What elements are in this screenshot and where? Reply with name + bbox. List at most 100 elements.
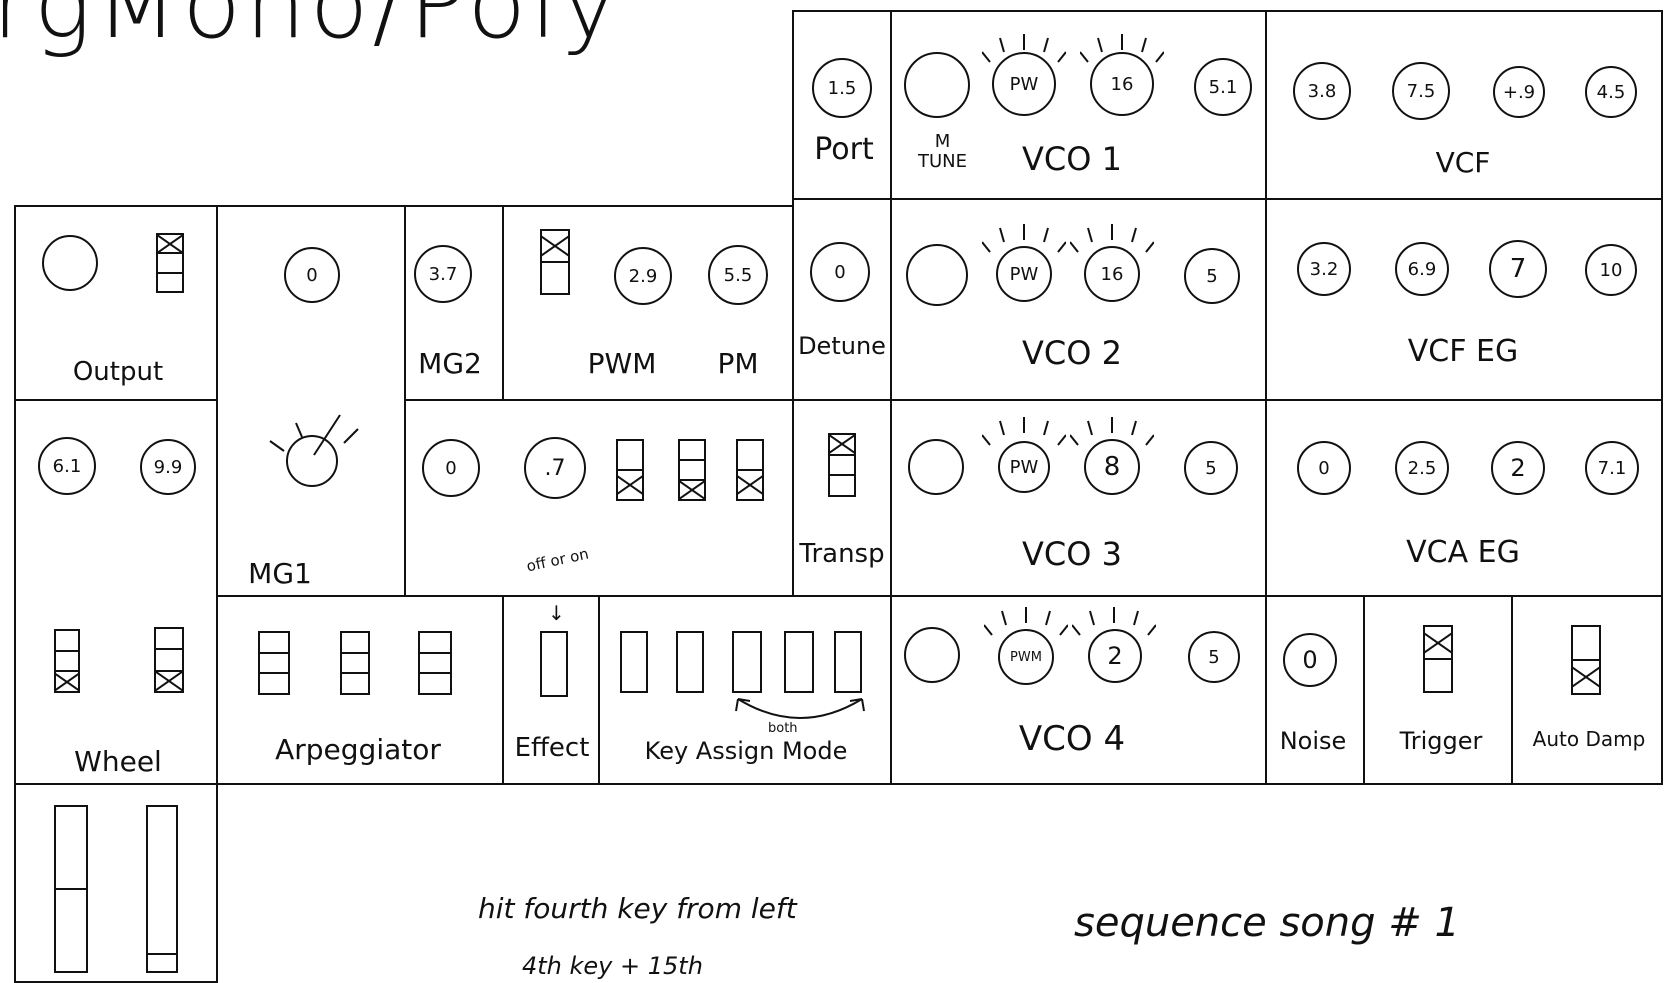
vco1-pw-knob[interactable]: PW [992, 52, 1056, 116]
key-assign-switch-5[interactable] [834, 631, 862, 693]
vcf-eg-value-4: 10 [1599, 259, 1623, 281]
wheel-switch-1[interactable] [54, 629, 80, 693]
pwm-pm-section: 2.9 5.5 PWM PM [502, 205, 794, 401]
port-value: 1.5 [827, 77, 857, 99]
pwm-knob[interactable]: 2.9 [614, 247, 672, 305]
mid-row-switch-1[interactable] [616, 439, 644, 501]
mg2-label: MG2 [418, 347, 482, 380]
key-assign-switch-3[interactable] [732, 631, 762, 693]
page-title: rgMono/Poly [0, 0, 622, 60]
detune-section: 0 Detune [792, 198, 892, 401]
vcf-eg-label: VCF EG [1407, 334, 1519, 369]
mid-row-knob-1[interactable]: 0 [422, 439, 480, 497]
mid-row-switch-2[interactable] [678, 439, 706, 501]
wheel-knob-2[interactable]: 9.9 [140, 439, 196, 495]
transp-label: Transp [799, 539, 885, 569]
wheel-switch-2[interactable] [154, 627, 184, 693]
vca-eg-knob-2[interactable]: 2.5 [1395, 441, 1449, 495]
trigger-switch[interactable] [1423, 625, 1453, 693]
auto-damp-switch[interactable] [1571, 625, 1601, 695]
vco2-pw-knob[interactable]: PW [996, 246, 1052, 302]
vcf-eg-knob-1[interactable]: 3.2 [1297, 242, 1351, 296]
vco2-level-value: 5 [1206, 265, 1218, 287]
vco1-level-value: 5.1 [1208, 76, 1238, 98]
vco1-octave-knob[interactable]: 16 [1090, 52, 1154, 116]
arpeggiator-label: Arpeggiator [275, 733, 441, 766]
output-switch[interactable] [156, 233, 184, 293]
noise-label: Noise [1279, 727, 1347, 755]
vco4-pwm-knob[interactable]: PWM [998, 629, 1054, 685]
detune-knob[interactable]: 0 [810, 242, 870, 302]
vca-eg-value-3: 2 [1510, 454, 1526, 482]
key-assign-switch-2[interactable] [676, 631, 704, 693]
vco2-section: PW 16 5 VCO 2 [890, 198, 1267, 401]
mid-row-switch-3[interactable] [736, 439, 764, 501]
effect-arrow-icon: ↓ [548, 601, 565, 625]
mg1-waveform-knob[interactable] [286, 435, 338, 487]
pwm-source-switch[interactable] [540, 229, 570, 295]
sequence-song-note: sequence song # 1 [1074, 900, 1460, 946]
vco1-master-tune-knob[interactable] [904, 52, 970, 118]
vcf-value-4: 4.5 [1596, 81, 1626, 103]
detune-label: Detune [798, 332, 886, 360]
vcf-knob-3[interactable]: +.9 [1493, 66, 1545, 118]
arpeggiator-switch-2[interactable] [340, 631, 370, 695]
pm-knob[interactable]: 5.5 [708, 245, 768, 305]
vca-eg-value-1: 0 [1318, 457, 1330, 479]
both-arrow [735, 698, 865, 719]
mid-row-section: 0 .7 off or on [404, 399, 794, 597]
vco3-level-knob[interactable]: 5 [1184, 441, 1238, 495]
vca-eg-knob-4[interactable]: 7.1 [1585, 441, 1639, 495]
key-assign-switch-1[interactable] [620, 631, 648, 693]
effect-switch[interactable] [540, 631, 568, 697]
vcf-knob-2[interactable]: 7.5 [1392, 62, 1450, 120]
noise-knob[interactable]: 0 [1283, 633, 1337, 687]
note-line-1: hit fourth key from left [478, 892, 797, 925]
mid-row-value-1: 0 [445, 457, 457, 479]
transpose-switch[interactable] [828, 433, 856, 497]
detune-value: 0 [834, 261, 846, 283]
vco4-level-value: 5 [1208, 646, 1220, 668]
mid-row-knob-2[interactable]: .7 [524, 437, 586, 499]
port-knob[interactable]: 1.5 [812, 58, 872, 118]
vca-eg-knob-3[interactable]: 2 [1491, 441, 1545, 495]
vcf-eg-knob-3[interactable]: 7 [1489, 240, 1547, 298]
trigger-label: Trigger [1399, 727, 1483, 755]
vco3-octave-value: 8 [1103, 452, 1121, 482]
vco4-octave-knob[interactable]: 2 [1088, 629, 1142, 683]
vcf-knob-4[interactable]: 4.5 [1585, 66, 1637, 118]
note-line-2: 4th key + 15th [522, 952, 703, 980]
output-label: Output [72, 357, 164, 387]
arpeggiator-switch-1[interactable] [258, 631, 290, 695]
vcf-eg-knob-2[interactable]: 6.9 [1395, 242, 1449, 296]
vco2-octave-knob[interactable]: 16 [1084, 246, 1140, 302]
vco2-octave-value: 16 [1100, 263, 1124, 285]
vcf-value-2: 7.5 [1406, 80, 1436, 102]
vcf-eg-value-2: 6.9 [1407, 258, 1437, 280]
arpeggiator-switch-3[interactable] [418, 631, 452, 695]
auto-damp-label: Auto Damp [1532, 727, 1646, 751]
vco3-octave-knob[interactable]: 8 [1084, 439, 1140, 495]
mod-wheel[interactable] [146, 805, 178, 973]
vcf-eg-knob-4[interactable]: 10 [1585, 244, 1637, 296]
vcf-eg-section: 3.2 6.9 7 10 VCF EG [1265, 198, 1663, 401]
vco2-level-knob[interactable]: 5 [1184, 248, 1240, 304]
vco1-m-tune-label: M TUNE [918, 132, 967, 172]
pitch-wheel[interactable] [54, 805, 88, 973]
output-volume-knob[interactable] [42, 235, 98, 291]
auto-damp-section: Auto Damp [1511, 595, 1663, 785]
mg1-section: 0 MG1 [216, 205, 406, 597]
mg2-rate-knob[interactable]: 3.7 [414, 245, 472, 303]
vco4-tune-knob[interactable] [904, 627, 960, 683]
vca-eg-knob-1[interactable]: 0 [1297, 441, 1351, 495]
mg1-rate-knob[interactable]: 0 [284, 247, 340, 303]
vco3-pw-knob[interactable]: PW [998, 441, 1050, 493]
vco1-level-knob[interactable]: 5.1 [1194, 58, 1252, 116]
vco3-tune-knob[interactable] [908, 439, 964, 495]
vcf-value-1: 3.8 [1307, 80, 1337, 102]
vco4-level-knob[interactable]: 5 [1188, 631, 1240, 683]
vco2-tune-knob[interactable] [906, 244, 968, 306]
wheel-knob-1[interactable]: 6.1 [38, 437, 96, 495]
vcf-knob-1[interactable]: 3.8 [1293, 62, 1351, 120]
key-assign-switch-4[interactable] [784, 631, 814, 693]
